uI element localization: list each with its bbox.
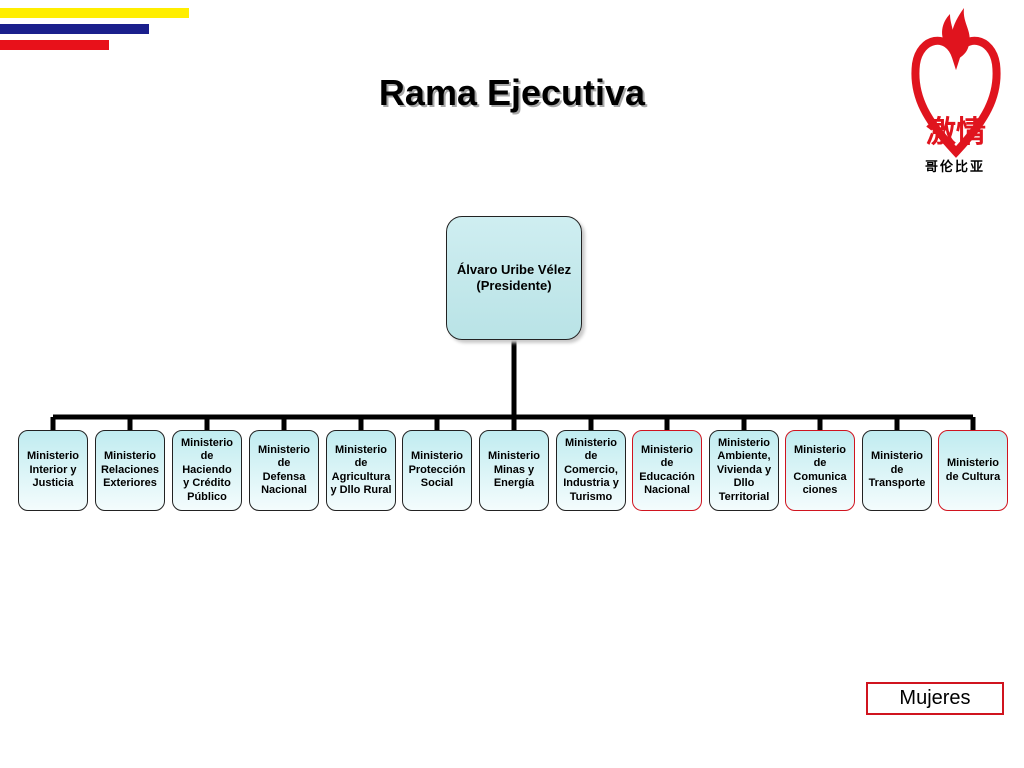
ministry-box: Ministerio de Haciendo y Crédito Público (172, 430, 242, 511)
ministry-box: Ministerio de Comunica ciones (785, 430, 855, 511)
legend-women: Mujeres (866, 682, 1004, 715)
ministry-label: Ministerio Ambiente, Vivienda y Dllo Ter… (716, 436, 772, 503)
ministry-box: Ministerio Ambiente, Vivienda y Dllo Ter… (709, 430, 779, 511)
ministry-box: Ministerio de Transporte (862, 430, 932, 511)
ministry-label: Ministerio de Transporte (868, 450, 926, 490)
ministry-box: Ministerio de Comercio, Industria y Turi… (556, 430, 626, 511)
ministry-label: Ministerio Interior y Justicia (27, 450, 79, 490)
flag-stripe-yellow (0, 8, 189, 18)
president-box: Álvaro Uribe Vélez (Presidente) (446, 216, 582, 340)
legend-label: Mujeres (899, 687, 971, 709)
ministry-box: Ministerio de Agricultura y Dllo Rural (326, 430, 396, 511)
flag-stripe-red (0, 40, 109, 50)
ministry-box: Ministerio de Defensa Nacional (249, 430, 319, 511)
ministry-label: Ministerio de Educación Nacional (639, 443, 695, 497)
logo-caption: 哥伦比亚 (924, 159, 985, 174)
ministry-label: Ministerio de Haciendo y Crédito Público (181, 436, 233, 503)
president-name: Álvaro Uribe Vélez (456, 262, 572, 277)
ministry-label: Ministerio Minas y Energía (488, 450, 540, 490)
slide-title: Rama Ejecutiva (378, 72, 646, 113)
ministry-label: Ministerio de Comercio, Industria y Turi… (563, 436, 619, 503)
president-role: (Presidente) (476, 278, 552, 293)
logo: 激情 (908, 2, 1004, 174)
heart-flame-icon: 激情 (911, 8, 1001, 158)
ministry-label: Ministerio Protección Social (408, 450, 466, 490)
ministry-label: Ministerio de Agricultura y Dllo Rural (330, 443, 392, 497)
ministry-label: Ministerio de Cultura (945, 457, 1001, 483)
ministry-box: Ministerio Protección Social (402, 430, 472, 511)
logo-text: 激情 (926, 115, 986, 150)
ministry-box: Ministerio Relaciones Exteriores (95, 430, 165, 511)
ministry-label: Ministerio de Defensa Nacional (258, 443, 310, 497)
ministry-label: Ministerio Relaciones Exteriores (100, 450, 160, 490)
flag-stripe-blue (0, 24, 149, 34)
ministry-box: Ministerio de Cultura (938, 430, 1008, 511)
ministry-box: Ministerio de Educación Nacional (632, 430, 702, 511)
ministry-box: Ministerio Minas y Energía (479, 430, 549, 511)
ministry-label: Ministerio de Comunica ciones (793, 443, 847, 497)
ministry-box: Ministerio Interior y Justicia (18, 430, 88, 511)
